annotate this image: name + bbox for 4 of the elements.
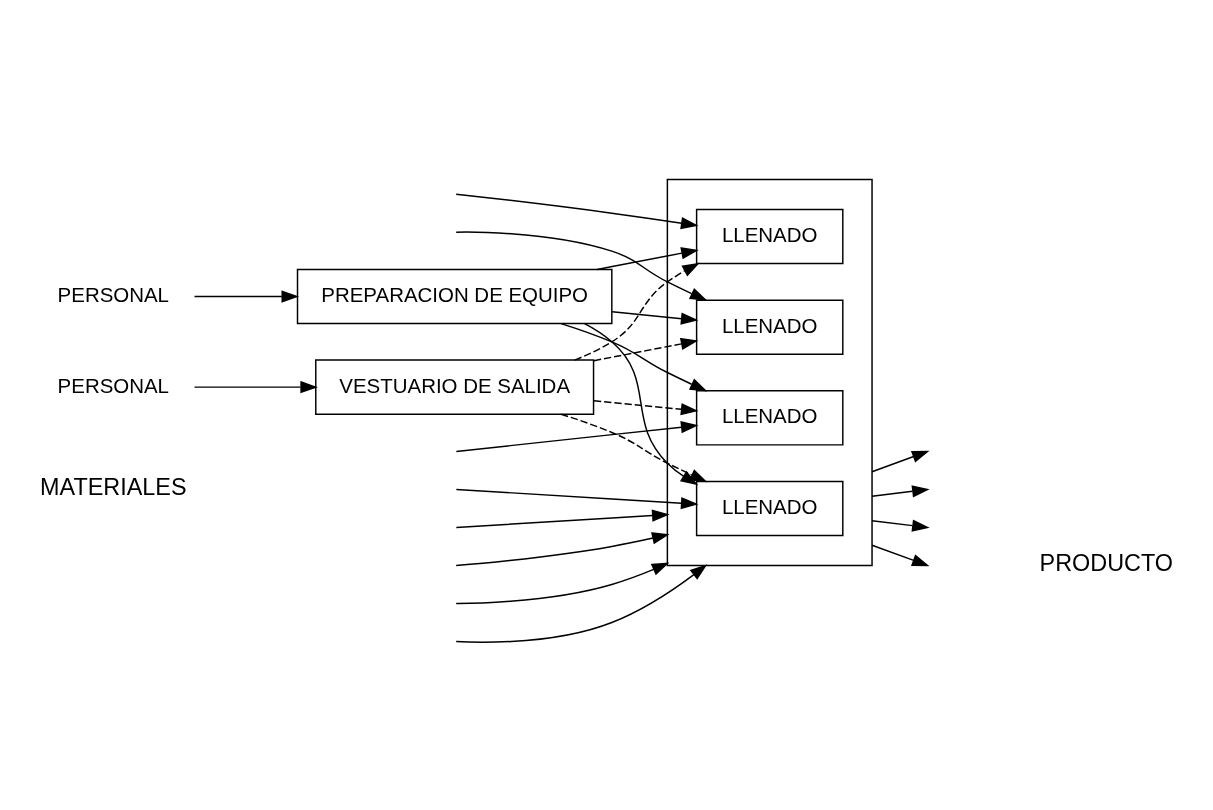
label: MATERIALES bbox=[40, 473, 187, 500]
node-text: PERSONAL bbox=[57, 373, 169, 397]
label: PRODUCTO bbox=[1039, 549, 1173, 576]
node-text: PERSONAL bbox=[57, 282, 169, 306]
